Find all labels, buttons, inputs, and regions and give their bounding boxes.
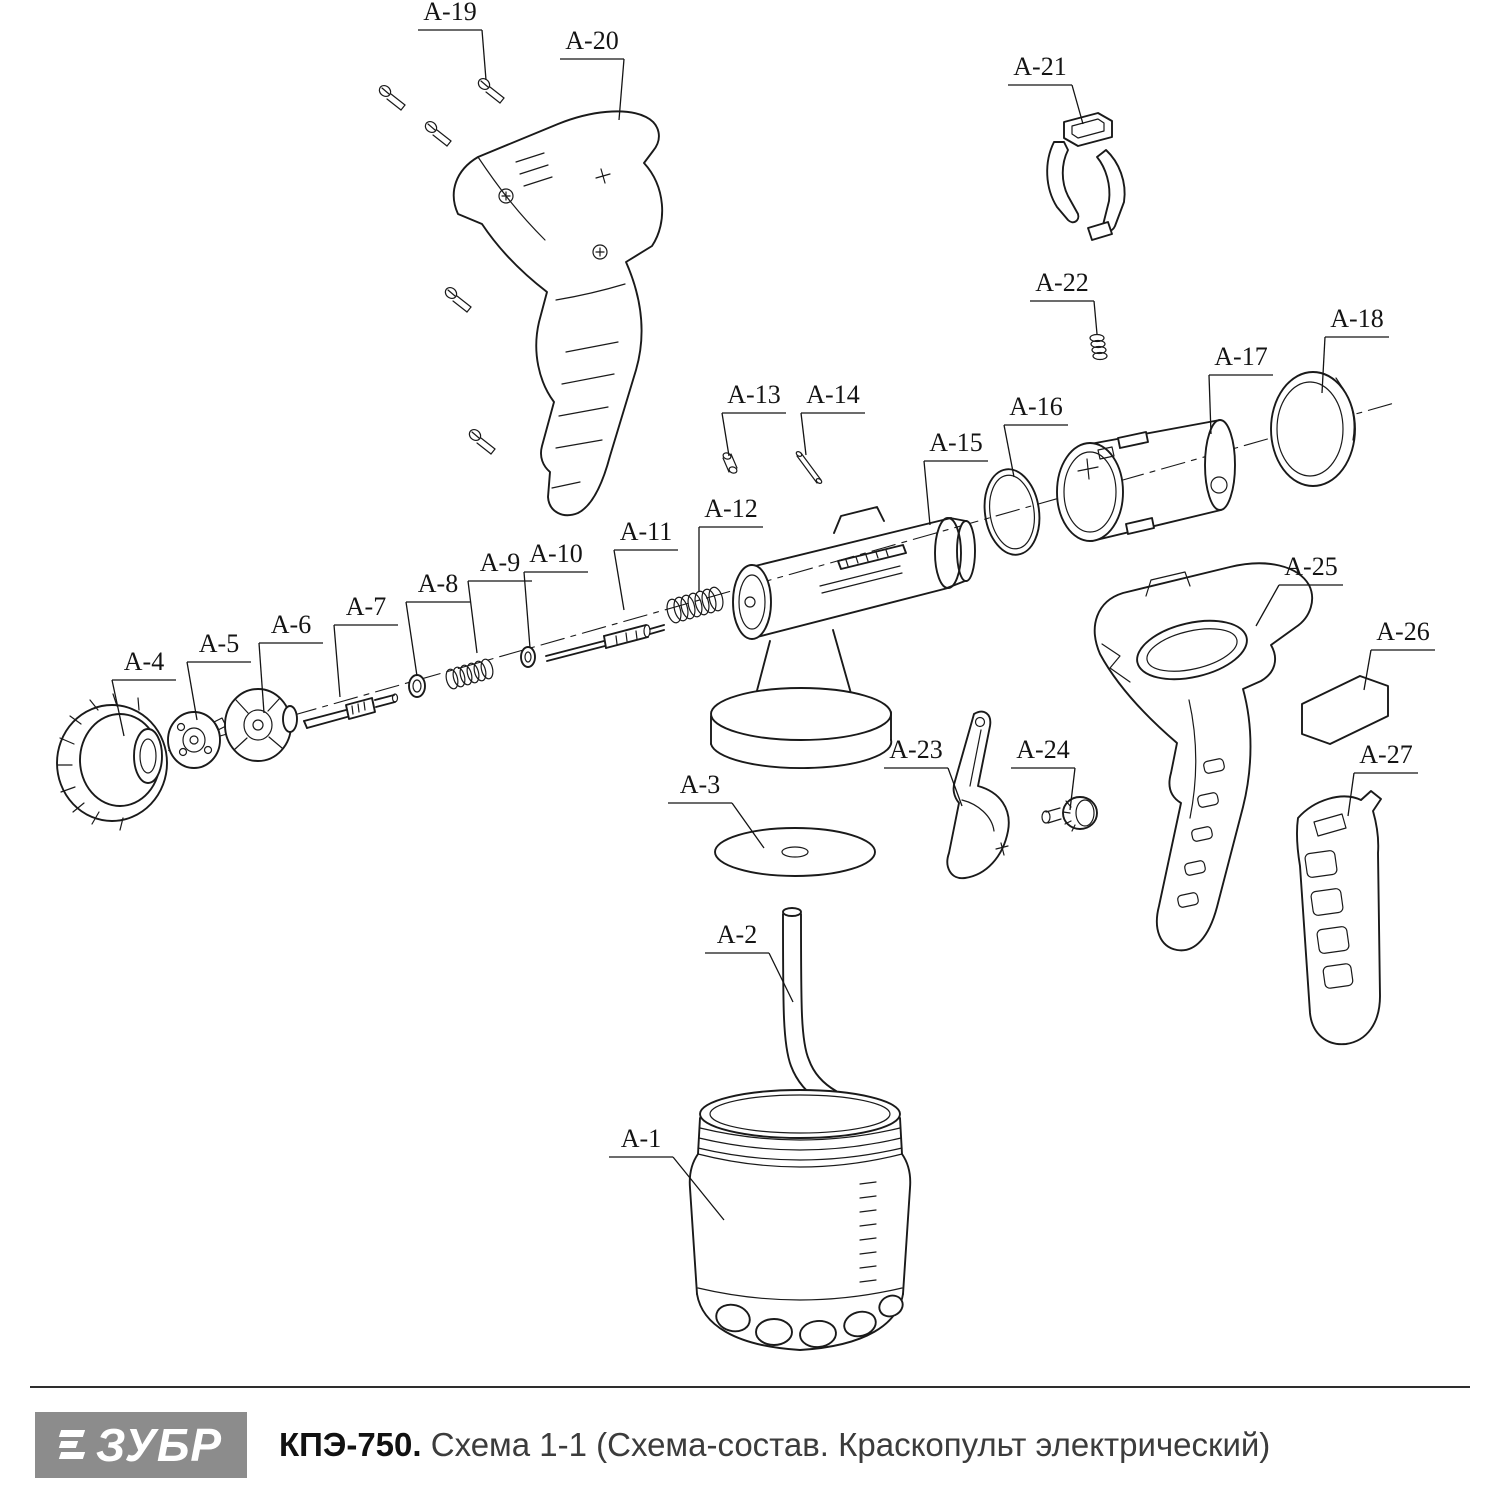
brand-mark-icon [58,1428,86,1462]
part-a9-spring [445,658,494,690]
part-a1-container [688,1089,912,1351]
brand-logo: ЗУБР [35,1412,247,1478]
brand-logo-text: ЗУБР [95,1419,223,1471]
part-a2-suction-tube [782,907,837,1104]
part-a18-ring [1270,371,1356,487]
part-a17-motor-housing [1056,419,1236,542]
model-number: КПЭ-750. [279,1426,422,1463]
part-a8-washer [408,674,426,698]
part-a3-gasket [714,827,876,877]
footer: ЗУБР КПЭ-750. Схема 1-1 (Схема-состав. К… [35,1412,1270,1478]
part-a4-cap-nut [56,693,168,831]
part-a11-needle [545,624,665,662]
footer-divider [30,1386,1470,1388]
part-a25-housing-right [1093,562,1313,952]
part-a13-pin [722,452,738,474]
part-a22-spring [1089,333,1108,361]
part-a5-valve-plate [167,711,227,769]
part-a14-pin [795,451,823,484]
schema-subtitle: Схема 1-1 (Схема-состав. Краскопульт эле… [421,1426,1271,1463]
part-a6-air-cap [224,688,298,762]
document-title: КПЭ-750. Схема 1-1 (Схема-состав. Краско… [279,1426,1270,1464]
part-a24-knob [1041,796,1098,832]
part-a10-washer [520,646,536,668]
part-a12-spring [666,586,724,624]
part-a15-spray-body [710,506,976,770]
part-a19-screws [378,77,505,455]
part-a7-nozzle [303,693,399,729]
part-a27-grip-cover [1296,790,1382,1046]
center-axis-line [85,401,1399,775]
part-a21-clip [1046,112,1126,241]
part-a23-trigger [946,710,1010,880]
part-a20-housing-top [452,110,664,517]
part-a26-plate [1301,675,1389,745]
